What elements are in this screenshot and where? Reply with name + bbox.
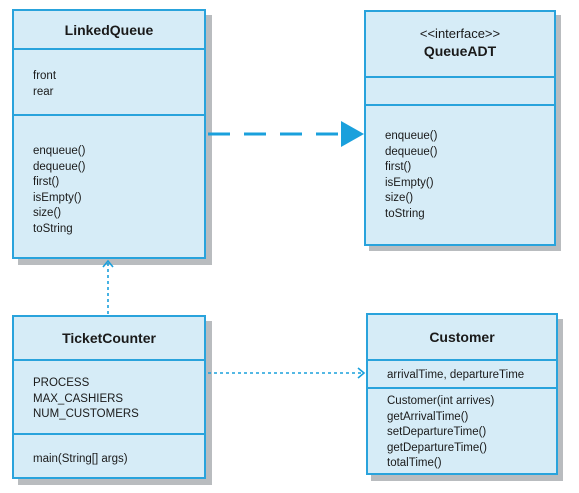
attribute: MAX_CASHIERS bbox=[33, 392, 124, 405]
attribute: rear bbox=[33, 85, 54, 98]
method: isEmpty() bbox=[385, 176, 434, 189]
method: enqueue() bbox=[33, 145, 86, 157]
method: dequeue() bbox=[33, 160, 86, 173]
realization-arrow bbox=[208, 121, 364, 147]
queue-adt-header: <<interface>> QueueADT bbox=[366, 12, 554, 76]
method: first() bbox=[385, 161, 412, 173]
class-name: QueueADT bbox=[423, 43, 497, 59]
customer-header: Customer bbox=[368, 315, 556, 359]
queue-adt-methods: enqueue() dequeue() first() isEmpty() si… bbox=[366, 104, 554, 244]
linked-queue-header: LinkedQueue bbox=[14, 11, 204, 49]
method: first() bbox=[33, 176, 60, 188]
queue-adt-attributes bbox=[366, 76, 554, 105]
attribute: NUM_CUSTOMERS bbox=[33, 408, 139, 420]
method: totalTime() bbox=[387, 457, 442, 469]
method: toString bbox=[385, 207, 425, 220]
method: Customer(int arrives) bbox=[387, 395, 495, 407]
method: toString bbox=[33, 222, 73, 235]
method: setDepartureTime() bbox=[387, 426, 487, 438]
queue-adt-interface[interactable]: <<interface>> QueueADT enqueue() dequeue… bbox=[364, 10, 556, 246]
dependency-arrowhead bbox=[357, 367, 366, 379]
linked-queue-attributes: front rear bbox=[14, 48, 204, 115]
attribute: arrivalTime, departureTime bbox=[387, 369, 525, 381]
customer-class[interactable]: Customer arrivalTime, departureTime Cust… bbox=[366, 313, 558, 475]
attribute: front bbox=[33, 70, 57, 82]
ticket-counter-header: TicketCounter bbox=[14, 317, 204, 359]
ticket-counter-attributes: PROCESS MAX_CASHIERS NUM_CUSTOMERS bbox=[14, 359, 204, 434]
method: main(String[] args) bbox=[33, 453, 128, 465]
method: getArrivalTime() bbox=[387, 410, 469, 423]
method: dequeue() bbox=[385, 145, 438, 158]
method: size() bbox=[33, 207, 62, 219]
linked-queue-methods: enqueue() dequeue() first() isEmpty() si… bbox=[14, 114, 204, 257]
ticket-counter-methods: main(String[] args) bbox=[14, 433, 204, 477]
class-name: Customer bbox=[429, 329, 495, 345]
dependency-arrowhead bbox=[102, 259, 114, 268]
customer-attributes: arrivalTime, departureTime bbox=[368, 359, 556, 388]
ticket-counter-class[interactable]: TicketCounter PROCESS MAX_CASHIERS NUM_C… bbox=[12, 315, 206, 479]
method: enqueue() bbox=[385, 130, 438, 142]
attribute: PROCESS bbox=[33, 377, 90, 389]
class-name: LinkedQueue bbox=[64, 22, 154, 38]
class-name: TicketCounter bbox=[62, 330, 156, 346]
realization-arrowhead bbox=[341, 121, 364, 147]
linked-queue-class[interactable]: LinkedQueue front rear enqueue() dequeue… bbox=[12, 9, 206, 259]
customer-methods: Customer(int arrives) getArrivalTime() s… bbox=[368, 387, 556, 473]
method: isEmpty() bbox=[33, 191, 82, 204]
method: size() bbox=[385, 192, 414, 204]
method: getDepartureTime() bbox=[387, 441, 487, 454]
dependency-arrow-linked-queue bbox=[102, 259, 114, 314]
dependency-arrow-customer bbox=[208, 367, 366, 379]
stereotype: <<interface>> bbox=[419, 26, 501, 41]
